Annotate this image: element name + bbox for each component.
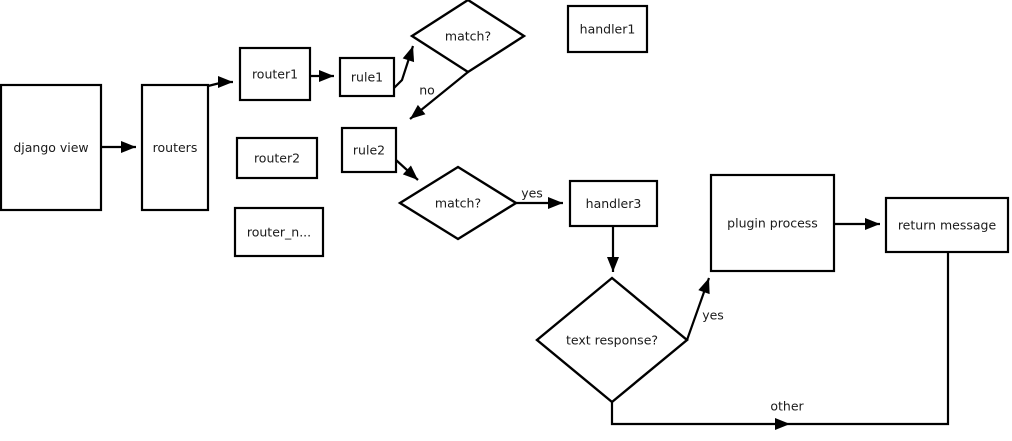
edge-django-view-to-routers	[101, 141, 136, 153]
node-shape-text-response[interactable]	[535, 276, 689, 404]
edge-match1-no-to-rule2	[409, 71, 469, 120]
node-shape-return-message[interactable]	[884, 196, 1010, 254]
node-rule1[interactable]: rule1	[338, 56, 396, 98]
arrowhead-routers-to-router1	[218, 76, 233, 88]
arrowhead-match2-yes-to-handler3	[548, 197, 563, 209]
arrowhead-rule2-to-match2	[402, 165, 418, 180]
node-rule2[interactable]: rule2	[340, 126, 398, 174]
arrowhead-text-other-to-return	[775, 418, 790, 430]
edge-label-label-yes-1: yes	[521, 186, 543, 201]
node-shape-match1[interactable]	[409, 0, 527, 74]
node-label-match1: match?	[445, 29, 491, 44]
edge-text-yes-to-plugin	[685, 277, 711, 341]
node-label-router1: router1	[252, 67, 298, 82]
node-plugin-process[interactable]: plugin process	[709, 173, 836, 273]
edge-router1-to-rule1	[310, 70, 334, 82]
node-return-message[interactable]: return message	[884, 196, 1010, 254]
node-label-return-message: return message	[898, 218, 997, 233]
node-label-routers: routers	[153, 140, 198, 155]
node-router-n[interactable]: router_n...	[233, 206, 325, 258]
arrowhead-text-yes-to-plugin	[698, 278, 710, 295]
node-label-plugin-process: plugin process	[727, 216, 818, 231]
node-label-router-n: router_n...	[247, 225, 311, 240]
node-label-rule1: rule1	[351, 70, 383, 85]
nodes-layer: django view routers router1 router2 router_n…	[0, 0, 1010, 404]
node-shape-routers[interactable]	[140, 83, 210, 212]
node-label-match2: match?	[435, 196, 481, 211]
node-shape-rule2[interactable]	[340, 126, 398, 174]
node-shape-match2[interactable]	[397, 165, 519, 241]
node-shape-router2[interactable]	[235, 136, 319, 180]
edge-handler3-to-text	[607, 226, 619, 272]
node-label-rule2: rule2	[353, 143, 385, 158]
edge-match2-yes-to-handler3	[516, 197, 563, 209]
node-shape-router-n[interactable]	[233, 206, 325, 258]
node-label-text-response: text response?	[566, 333, 658, 348]
arrowhead-django-view-to-routers	[121, 141, 136, 153]
node-router1[interactable]: router1	[238, 46, 312, 102]
edge-label-label-yes-2: yes	[702, 308, 724, 323]
arrowhead-router1-to-rule1	[319, 70, 334, 82]
node-router2[interactable]: router2	[235, 136, 319, 180]
edge-label-label-no: no	[419, 83, 435, 98]
edges-layer	[101, 45, 950, 430]
node-handler3[interactable]: handler3	[568, 179, 659, 228]
node-shape-rule1[interactable]	[338, 56, 396, 98]
edge-text-other-to-return	[610, 252, 950, 430]
node-shape-plugin-process[interactable]	[709, 173, 836, 273]
edge-rule1-to-match1	[393, 45, 415, 89]
node-django-view[interactable]: django view	[0, 83, 103, 212]
node-label-handler3: handler3	[586, 196, 642, 211]
node-label-handler1: handler1	[580, 22, 636, 37]
edge-label-label-other: other	[770, 399, 804, 414]
node-shape-handler1[interactable]	[566, 4, 649, 54]
node-match1[interactable]: match?	[409, 0, 527, 74]
edge-plugin-to-return	[834, 218, 880, 230]
node-text-response[interactable]: text response?	[535, 276, 689, 404]
node-routers[interactable]: routers	[140, 83, 210, 212]
node-label-router2: router2	[254, 151, 300, 166]
arrowhead-plugin-to-return	[865, 218, 880, 230]
node-shape-handler3[interactable]	[568, 179, 659, 228]
arrowhead-rule1-to-match1	[402, 46, 415, 63]
arrowhead-handler3-to-text	[607, 257, 619, 272]
arrowhead-match1-no-to-rule2	[410, 104, 426, 119]
node-handler1[interactable]: handler1	[566, 4, 649, 54]
node-shape-router1[interactable]	[238, 46, 312, 102]
node-match2[interactable]: match?	[397, 165, 519, 241]
edge-routers-to-router1	[207, 76, 233, 88]
edge-rule2-to-match2	[395, 159, 419, 181]
edge-labels-layer: no yes yes other	[419, 83, 804, 414]
node-label-django-view: django view	[13, 140, 88, 155]
node-shape-django-view[interactable]	[0, 83, 103, 212]
